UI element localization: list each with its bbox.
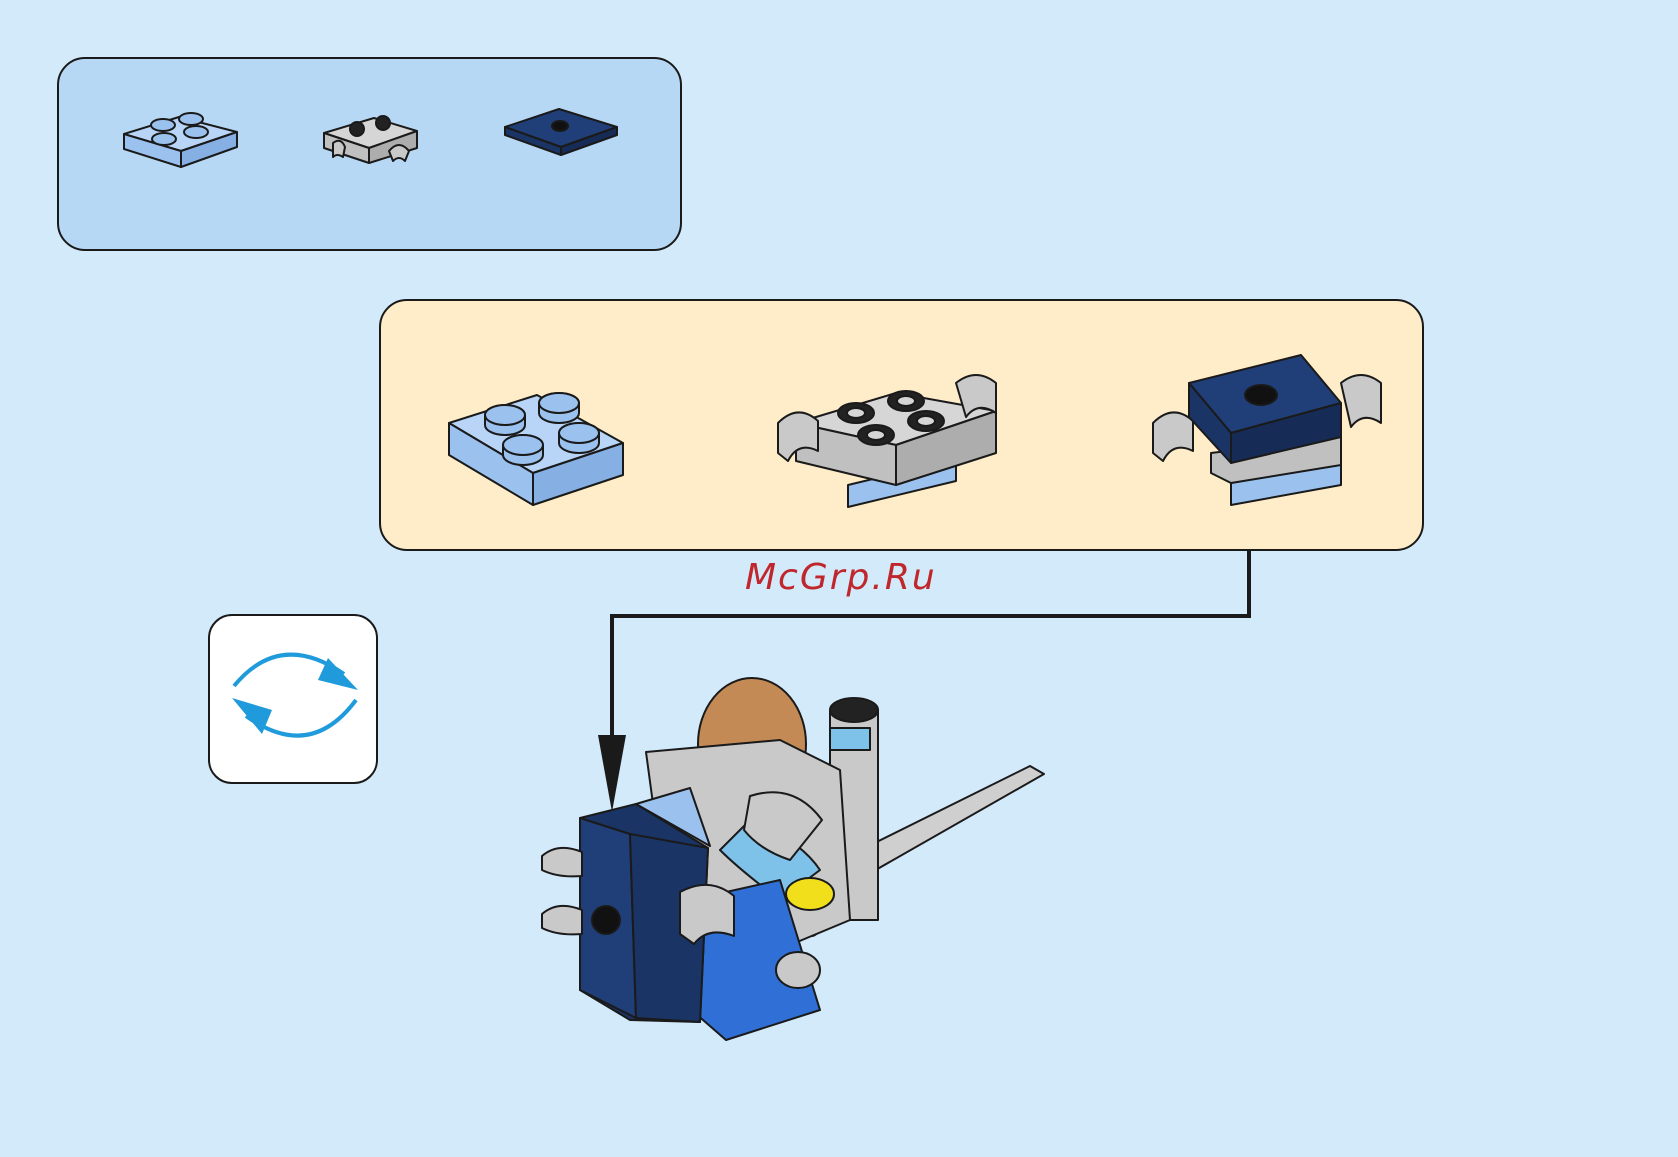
rotate-model-box (208, 614, 378, 784)
knight-assembly-illustration (540, 670, 1060, 1060)
rotate-icon (220, 636, 370, 766)
